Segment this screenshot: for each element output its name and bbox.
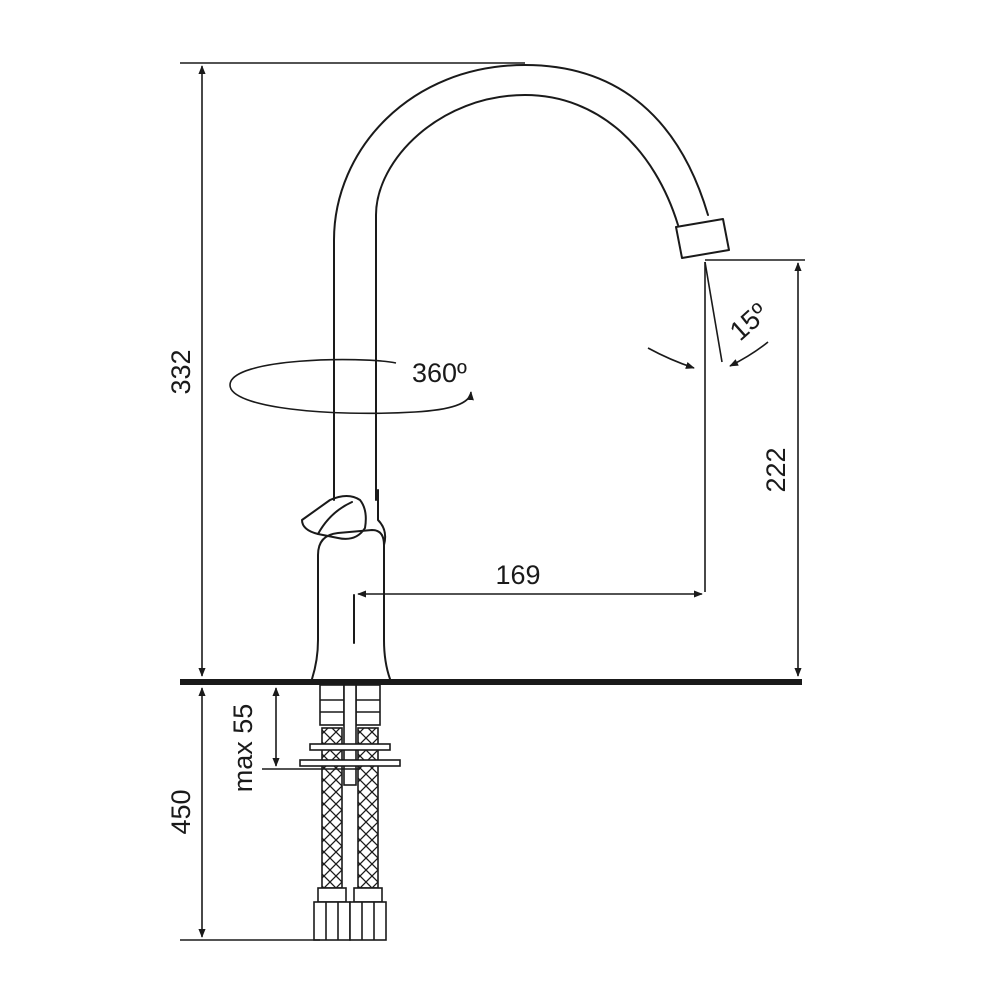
mount-thickness-label: max 55 (228, 704, 258, 793)
swivel-spout (333, 64, 730, 501)
spout-height-dimension: 222 (705, 259, 805, 677)
mounting-assembly (299, 684, 401, 786)
rotation-label: 360º (412, 358, 467, 388)
tilt-angle-indicator: 15º (647, 261, 774, 592)
supply-hoses (313, 684, 387, 941)
total-height-dimension: 332 (166, 62, 525, 677)
lever-handle (301, 489, 387, 546)
total-height-label: 332 (166, 349, 196, 394)
hose-length-dimension: 450 (166, 687, 320, 941)
tilt-angle-label: 15º (724, 297, 774, 346)
rotation-indicator: 360º (229, 358, 474, 415)
faucet-body (311, 529, 391, 680)
hose-length-label: 450 (166, 789, 196, 834)
countertop (180, 679, 802, 685)
spout-height-label: 222 (761, 447, 791, 492)
mount-thickness-dimension: max 55 (228, 687, 360, 793)
reach-label: 169 (495, 560, 540, 590)
reach-dimension: 169 (357, 560, 703, 598)
